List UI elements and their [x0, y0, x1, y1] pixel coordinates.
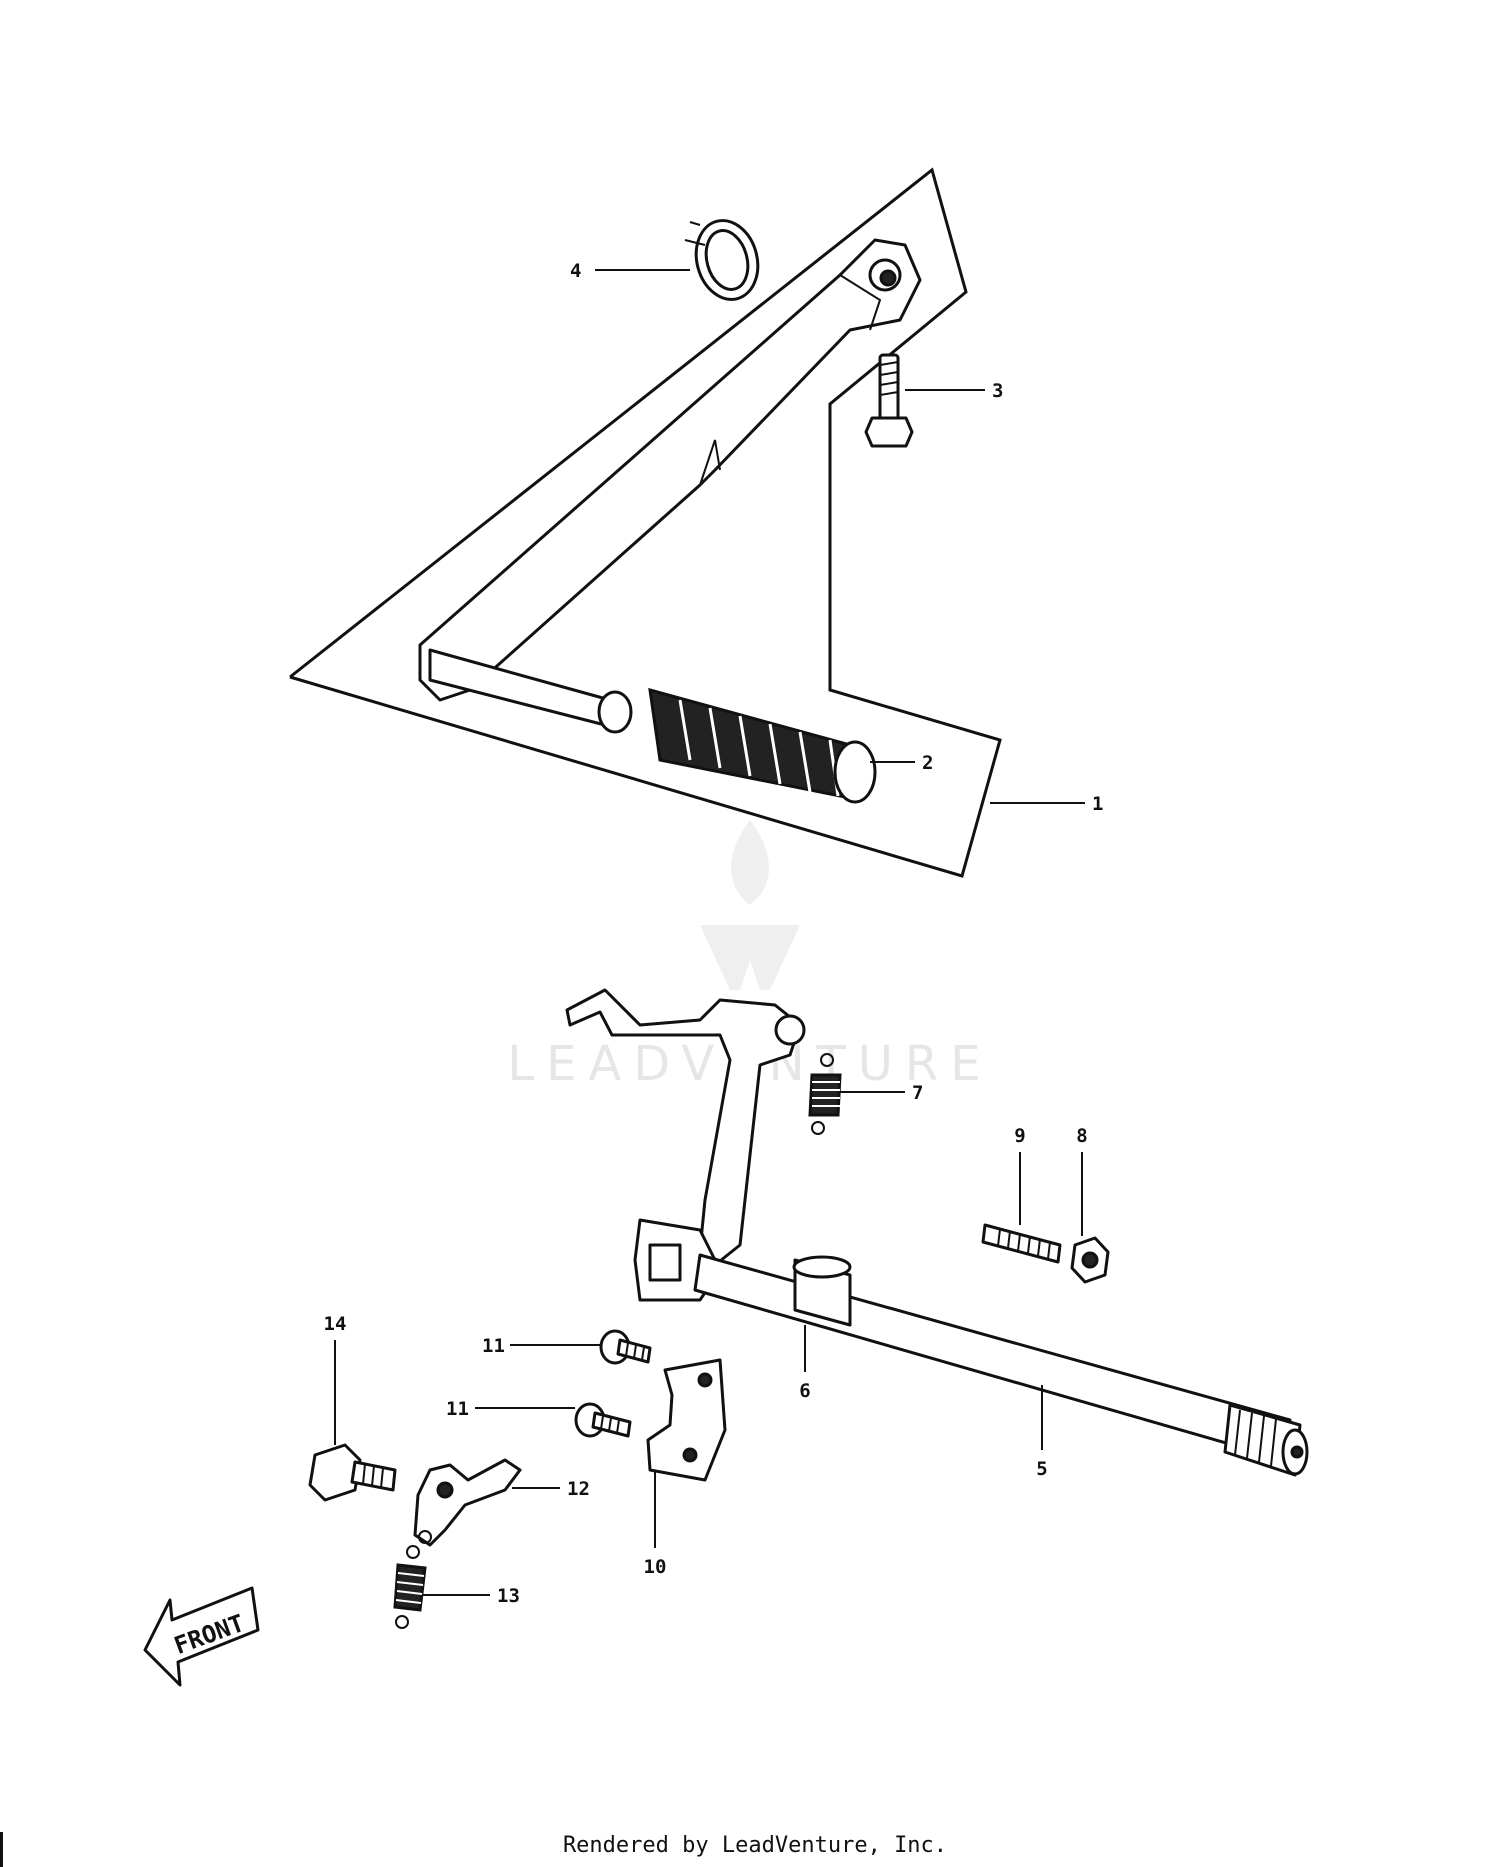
return-spring: [808, 1053, 842, 1135]
stopper-lever: [413, 1458, 522, 1547]
callout-4: 4: [570, 260, 581, 282]
callout-11-lower: 11: [446, 1398, 469, 1420]
callout-8: 8: [1076, 1125, 1087, 1147]
pivot-bolt: [308, 1443, 397, 1502]
leader-lines: [334, 269, 1085, 1596]
footer-credit: Rendered by LeadVenture, Inc.: [563, 1833, 947, 1858]
callout-labels: 1 2 3 4 5 6 7 8 9 10 11 11 12 13 14: [324, 260, 1104, 1607]
callout-9: 9: [1014, 1125, 1025, 1147]
callout-13: 13: [497, 1585, 520, 1607]
callout-10: 10: [644, 1556, 667, 1578]
callout-11-upper: 11: [482, 1335, 505, 1357]
shift-pedal: [418, 238, 922, 734]
callout-7: 7: [912, 1082, 923, 1104]
circlip: [684, 219, 760, 301]
edge-mark: [0, 1832, 3, 1867]
shift-shaft: [693, 1253, 1309, 1477]
callout-5: 5: [1036, 1458, 1047, 1480]
assembly-frame-1: [289, 167, 1002, 878]
clamp-bolt: [864, 353, 914, 448]
shaft-collar: [792, 1255, 852, 1327]
screw-upper: [599, 1329, 652, 1365]
callout-1: 1: [1092, 793, 1103, 815]
callout-14: 14: [324, 1313, 347, 1335]
callout-12: 12: [567, 1478, 590, 1500]
hex-nut: [1070, 1236, 1110, 1284]
callout-6: 6: [799, 1380, 810, 1402]
watermark-logo: [700, 820, 800, 990]
pedal-rubber: [648, 687, 877, 804]
guide-plate: [646, 1358, 727, 1482]
callout-3: 3: [992, 380, 1003, 402]
stopper-stud: [981, 1223, 1062, 1264]
front-arrow: FRONT: [143, 1586, 260, 1687]
callout-2: 2: [922, 752, 933, 774]
screw-lower: [574, 1402, 632, 1438]
lever-spring: [393, 1545, 427, 1629]
